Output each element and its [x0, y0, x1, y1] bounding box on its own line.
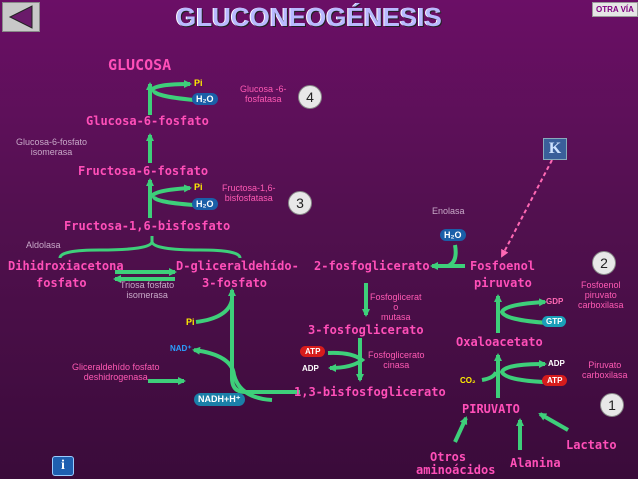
- arrow-gtp-gdp: [499, 298, 549, 325]
- metabolite-fructosa-6-fosfato: Fructosa-6-fosfato: [78, 164, 209, 178]
- metabolite-dhap-line2: fosfato: [36, 276, 87, 290]
- metabolite-3-fosfoglicerato: 3-fosfoglicerato: [308, 323, 424, 337]
- cofactor-adp-pgk: ADP: [302, 364, 319, 373]
- arrow-otros-pyr: [453, 416, 468, 443]
- enzyme-fbpasa: Fructosa-1,6-bisfosfatasa: [222, 183, 276, 203]
- metabolite-otros-line2: aminoácidos: [416, 463, 496, 477]
- step-badge-3[interactable]: 3: [288, 191, 312, 215]
- arrow-nadh-nad: [192, 346, 273, 402]
- arrow-k-pep: [501, 159, 553, 258]
- back-arrow-icon: [8, 5, 33, 29]
- cofactor-co2: CO₂: [460, 376, 476, 385]
- arrow-atp-adp-1: [499, 360, 547, 384]
- arrow-bpg-gap: [228, 288, 300, 394]
- arrow-co2: [481, 371, 498, 382]
- cofactor-atp-pgk: ATP: [300, 346, 326, 357]
- cofactor-gdp: GDP: [546, 297, 564, 306]
- arrow-h2o-enolase: [447, 244, 458, 268]
- step-badge-4[interactable]: 4: [298, 85, 322, 109]
- cofactor-pi-3: Pi: [194, 182, 203, 192]
- metabolite-dhap-line1: Dihidroxiacetona: [8, 259, 124, 273]
- cofactor-gtp: GTP: [542, 316, 567, 327]
- enzyme-aldolasa: Aldolasa: [26, 240, 61, 250]
- cofactor-pi-4: Pi: [194, 78, 203, 88]
- metabolite-glucosa-6-fosfato: Glucosa-6-fosfato: [86, 114, 209, 128]
- arrow-h2o-pi-3: [152, 195, 195, 207]
- step-badge-1[interactable]: 1: [600, 393, 624, 417]
- metabolite-13-bisfosfoglicerato: 1,3-bisfosfoglicerato: [294, 385, 446, 399]
- cofactor-nadh: NADH+H⁺: [194, 393, 245, 406]
- otra-via-button[interactable]: OTRA VÍA: [592, 2, 638, 17]
- metabolite-fructosa-16-bisfosfato: Fructosa-1,6-bisfosfato: [64, 219, 231, 233]
- metabolite-lactato: Lactato: [566, 438, 617, 452]
- arrow-atp-adp-7: [327, 350, 366, 372]
- cofactor-h2o-4: H₂O: [192, 93, 218, 105]
- metabolite-oxaloacetato: Oxaloacetato: [456, 335, 543, 349]
- k-badge[interactable]: K: [543, 138, 567, 160]
- enzyme-g6pasa: Glucosa -6-fosfatasa: [240, 84, 287, 104]
- cofactor-adp-pc: ADP: [548, 359, 565, 368]
- metabolite-piruvato: PIRUVATO: [462, 402, 520, 416]
- metabolite-otros-line1: Otros: [430, 450, 467, 464]
- metabolite-gap-line1: D-gliceraldehído-: [176, 259, 299, 273]
- cofactor-pi-gapdh: Pi: [186, 317, 195, 327]
- arrow-h2o-pi-4: [152, 89, 195, 102]
- arrow-lactato-pyr: [538, 412, 569, 432]
- metabolite-alanina: Alanina: [510, 456, 561, 470]
- metabolite-pep-line2: piruvato: [474, 276, 532, 290]
- aldolase-bracket: [58, 241, 242, 259]
- cofactor-nad: NAD⁺: [170, 344, 192, 353]
- metabolite-pep-line1: Fosfoenol: [470, 259, 536, 273]
- cofactor-h2o-enolasa: H₂O: [440, 229, 466, 241]
- page-title: GLUCONEOGÉNESIS: [176, 2, 442, 32]
- metabolite-2-fosfoglicerato: 2-fosfoglicerato: [314, 259, 430, 273]
- cofactor-atp-pc: ATP: [542, 375, 568, 386]
- info-icon[interactable]: i: [52, 456, 74, 476]
- metabolite-glucosa: GLUCOSA: [108, 56, 172, 74]
- enzyme-enolasa: Enolasa: [432, 206, 465, 216]
- metabolite-gap-line2: 3-fosfato: [202, 276, 268, 290]
- cofactor-h2o-3: H₂O: [192, 198, 218, 210]
- step-badge-2[interactable]: 2: [592, 251, 616, 275]
- arrow-pi-in: [195, 299, 234, 324]
